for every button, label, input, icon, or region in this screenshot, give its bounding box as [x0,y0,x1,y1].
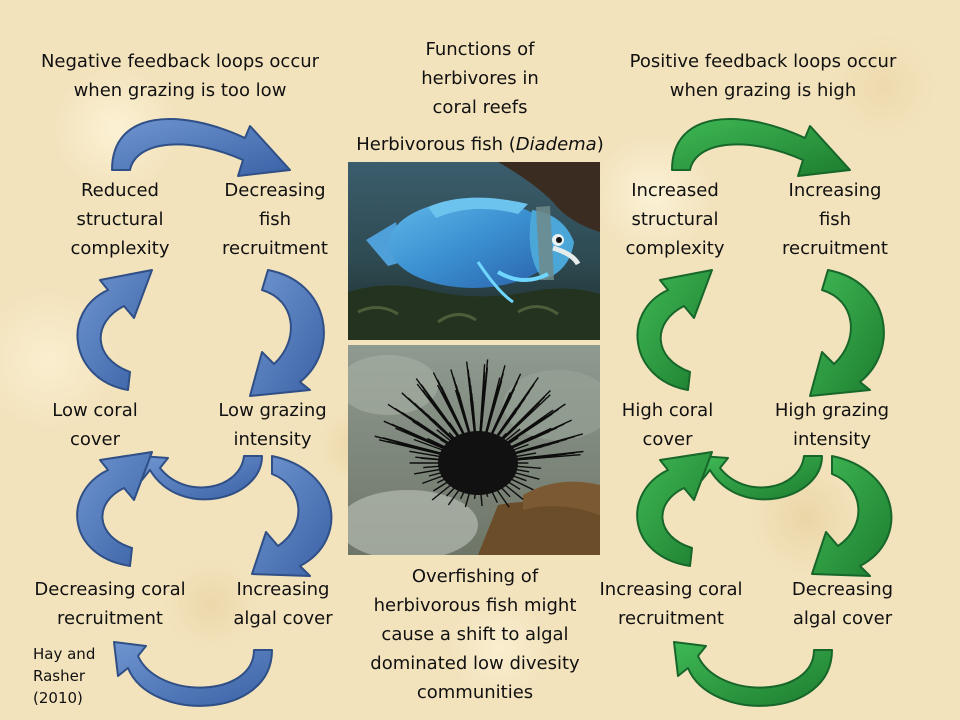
arrow-middle-left [139,455,263,501]
arrow-left-upper-right [636,269,713,391]
arrow-bottom-left [113,641,273,707]
arrow-left-lower-left [76,451,153,567]
arrow-top-left [111,118,291,177]
node-high-grazing-intensity: High grazing intensity [774,400,890,450]
node-decreasing-algal-cover: Decreasing algal cover [791,579,894,629]
arrow-left-lower-right [636,451,713,567]
arrow-right-lower-left [251,455,333,577]
right-heading: Positive feedback loops occur when grazi… [629,51,897,101]
arrow-top-right [671,118,851,177]
arrow-right-lower-right [811,455,893,577]
citation: Hay and Rasher (2010) [33,645,96,707]
node-increasing-algal-cover: Increasing algal cover [233,579,333,629]
parrotfish-photo [348,162,600,340]
node-reduced-structural-complexity: Reduced structural complexity [70,180,170,259]
arrow-middle-right [699,455,823,501]
node-low-coral-cover: Low coral cover [52,400,138,450]
arrow-right-upper-right [809,269,885,397]
photo-caption: Herbivorous fish (Diadema) [356,134,604,155]
node-increased-structural-complexity: Increased structural complexity [625,180,725,259]
sea-urchin-photo [348,345,600,555]
node-increasing-fish-recruitment: Increasing fish recruitment [782,180,888,259]
node-increasing-coral-recruitment: Increasing coral recruitment [599,579,743,629]
arrow-right-upper-left [249,269,325,397]
node-high-coral-cover: High coral cover [621,400,714,450]
overfishing-note: Overfishing of herbivorous fish might ca… [370,566,580,703]
arrow-bottom-right [673,641,833,707]
left-heading: Negative feedback loops occur when grazi… [40,51,320,101]
node-decreasing-fish-recruitment: Decreasing fish recruitment [222,180,328,259]
node-decreasing-coral-recruitment: Decreasing coral recruitment [34,579,186,629]
page-title: Functions of herbivores in coral reefs [421,39,539,118]
arrow-left-upper-left [76,269,153,391]
node-low-grazing-intensity: Low grazing intensity [218,400,327,450]
